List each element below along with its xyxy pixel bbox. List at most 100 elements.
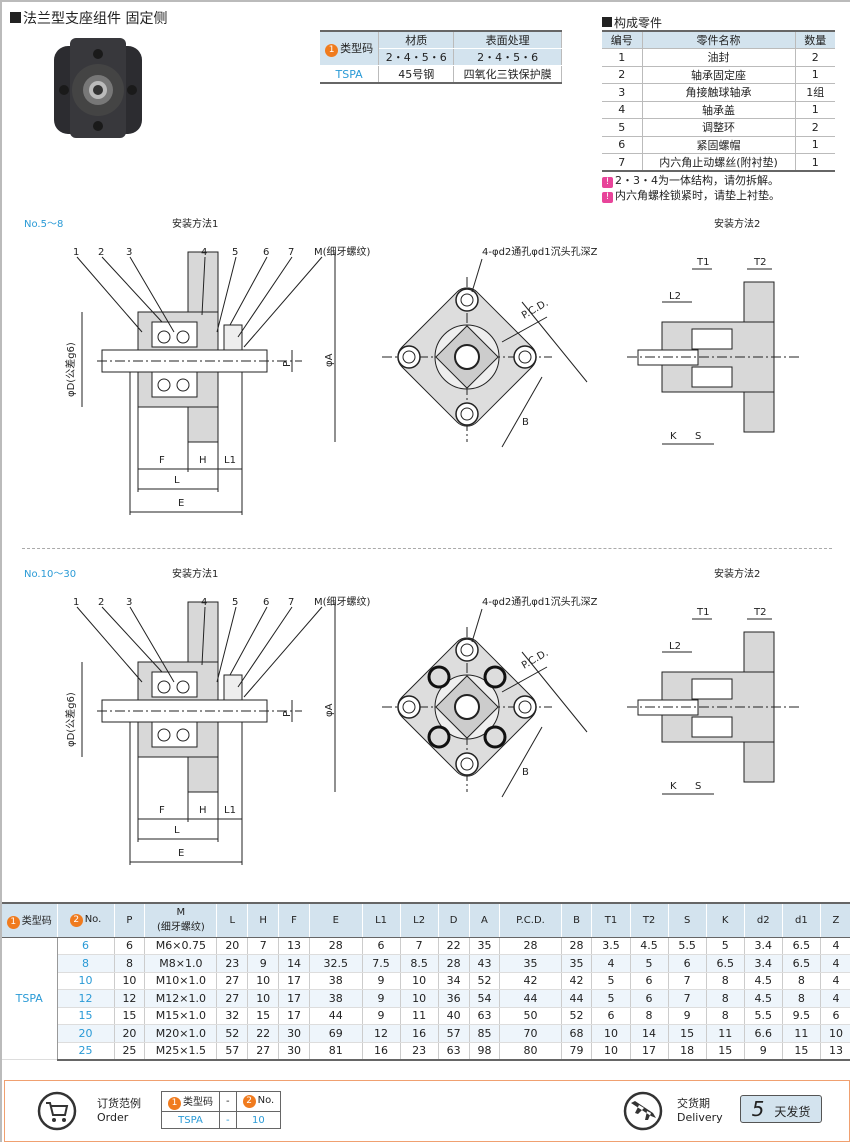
spec-cell: 81 [309,1042,363,1061]
spec-header: E [309,902,363,938]
spec-cell: 9.5 [782,1007,821,1025]
dim-label-p4: 4 [201,247,207,258]
dim-label-f: F [159,455,165,466]
spec-cell: 3.4 [744,954,783,973]
spec-cell: 5 [591,989,631,1008]
spec-cell: 32 [216,1007,249,1025]
dim-label-s: S [695,431,701,442]
dim-label-e: E [178,848,184,859]
spec-cell: 6 [630,972,669,990]
spec-cell: M6×0.75 [144,937,218,955]
spec-cell: 6.5 [782,937,821,955]
spec-cell: 27 [216,972,249,990]
spec-header: A [469,902,501,938]
spec-cell: 52 [216,1024,249,1043]
spec-cell: 10 [591,1024,631,1043]
parts-cell: 2 [602,66,643,84]
spec-cell: 22 [438,937,470,955]
parts-cell: 角接触球轴承 [642,83,796,102]
parts-cell: 1 [795,66,835,84]
spec-cell: 8 [782,989,821,1008]
side-view-method2 [627,618,802,795]
spec-cell: 17 [278,989,310,1008]
dim-label-p5: 5 [232,597,238,608]
spec-cell: 63 [438,1042,470,1061]
spec-cell: 4 [820,954,850,973]
front-view [382,608,588,798]
spec-header: L1 [362,902,401,938]
spec-cell: 80 [499,1042,562,1061]
spec-cell: 14 [630,1024,669,1043]
spec-cell: 5 [591,972,631,990]
spec-cell: 8.5 [400,954,439,973]
spec-cell: 5.5 [744,1007,783,1025]
no-cell: 6 [57,937,115,955]
spec-cell: 9 [744,1042,783,1061]
spec-cell: 43 [469,954,501,973]
spec-cell: 18 [668,1042,707,1061]
spec-cell: 15 [706,1042,745,1061]
spec-header: K [706,902,745,938]
spec-cell: 25 [114,1042,146,1061]
dim-label-h: H [199,455,207,466]
spec-header: P.C.D. [499,902,562,938]
spec-header: D [438,902,470,938]
dim-label-m: M(细牙螺纹) [314,245,371,258]
dim-label-l1: L1 [224,455,236,466]
spec-cell: 6 [591,1007,631,1025]
spec-cell: 30 [278,1024,310,1043]
size-range: No.10～30 [24,569,76,580]
spec-header: Z [820,902,850,938]
spec-cell: 27 [247,1042,280,1061]
type-code: TSPA [320,65,380,84]
parts-cell: 内六角止动螺丝(附衬垫) [642,153,796,172]
spec-cell: 4 [591,954,631,973]
dim-label-p2: 2 [98,247,104,258]
spec-cell: 4.5 [744,972,783,990]
method1-title: 安装方法1 [172,217,218,230]
parts-cell: 2 [795,48,835,67]
spec-cell: M10×1.0 [144,972,218,990]
dim-label-t2: T2 [753,257,766,268]
spec-cell: 10 [247,972,280,990]
spec-cell: 22 [247,1024,280,1043]
spec-cell: 69 [309,1024,363,1043]
cart-icon [37,1091,77,1131]
spec-cell: 35 [499,954,562,973]
spec-header: B [561,902,593,938]
spec-cell: 6.6 [744,1024,783,1043]
spec-cell: 35 [469,937,501,955]
spec-cell: 10 [400,972,439,990]
dim-label-e: E [178,498,184,509]
parts-cell: 调整环 [642,118,796,137]
method2-title: 安装方法2 [714,217,760,230]
spec-cell: 6 [668,954,707,973]
dim-label-p1: 1 [73,597,79,608]
dim-label-k: K [670,781,677,792]
spec-cell: 12 [362,1024,401,1043]
dim-label-l1: L1 [224,805,236,816]
title-text: 法兰型支座组件 固定侧 [23,11,168,27]
spec-header: H [247,902,280,938]
parts-cell: 1组 [795,83,835,102]
spec-cell: 32.5 [309,954,363,973]
spec-cell: 16 [362,1042,401,1061]
note: !2・3・4为一体结构，请勿拆解。 [602,172,779,188]
parts-cell: 1 [795,153,835,172]
dim-label-l2: L2 [669,291,681,302]
no-cell: 25 [57,1042,115,1061]
spec-cell: 5 [706,937,745,955]
spec-cell: 10 [820,1024,850,1043]
